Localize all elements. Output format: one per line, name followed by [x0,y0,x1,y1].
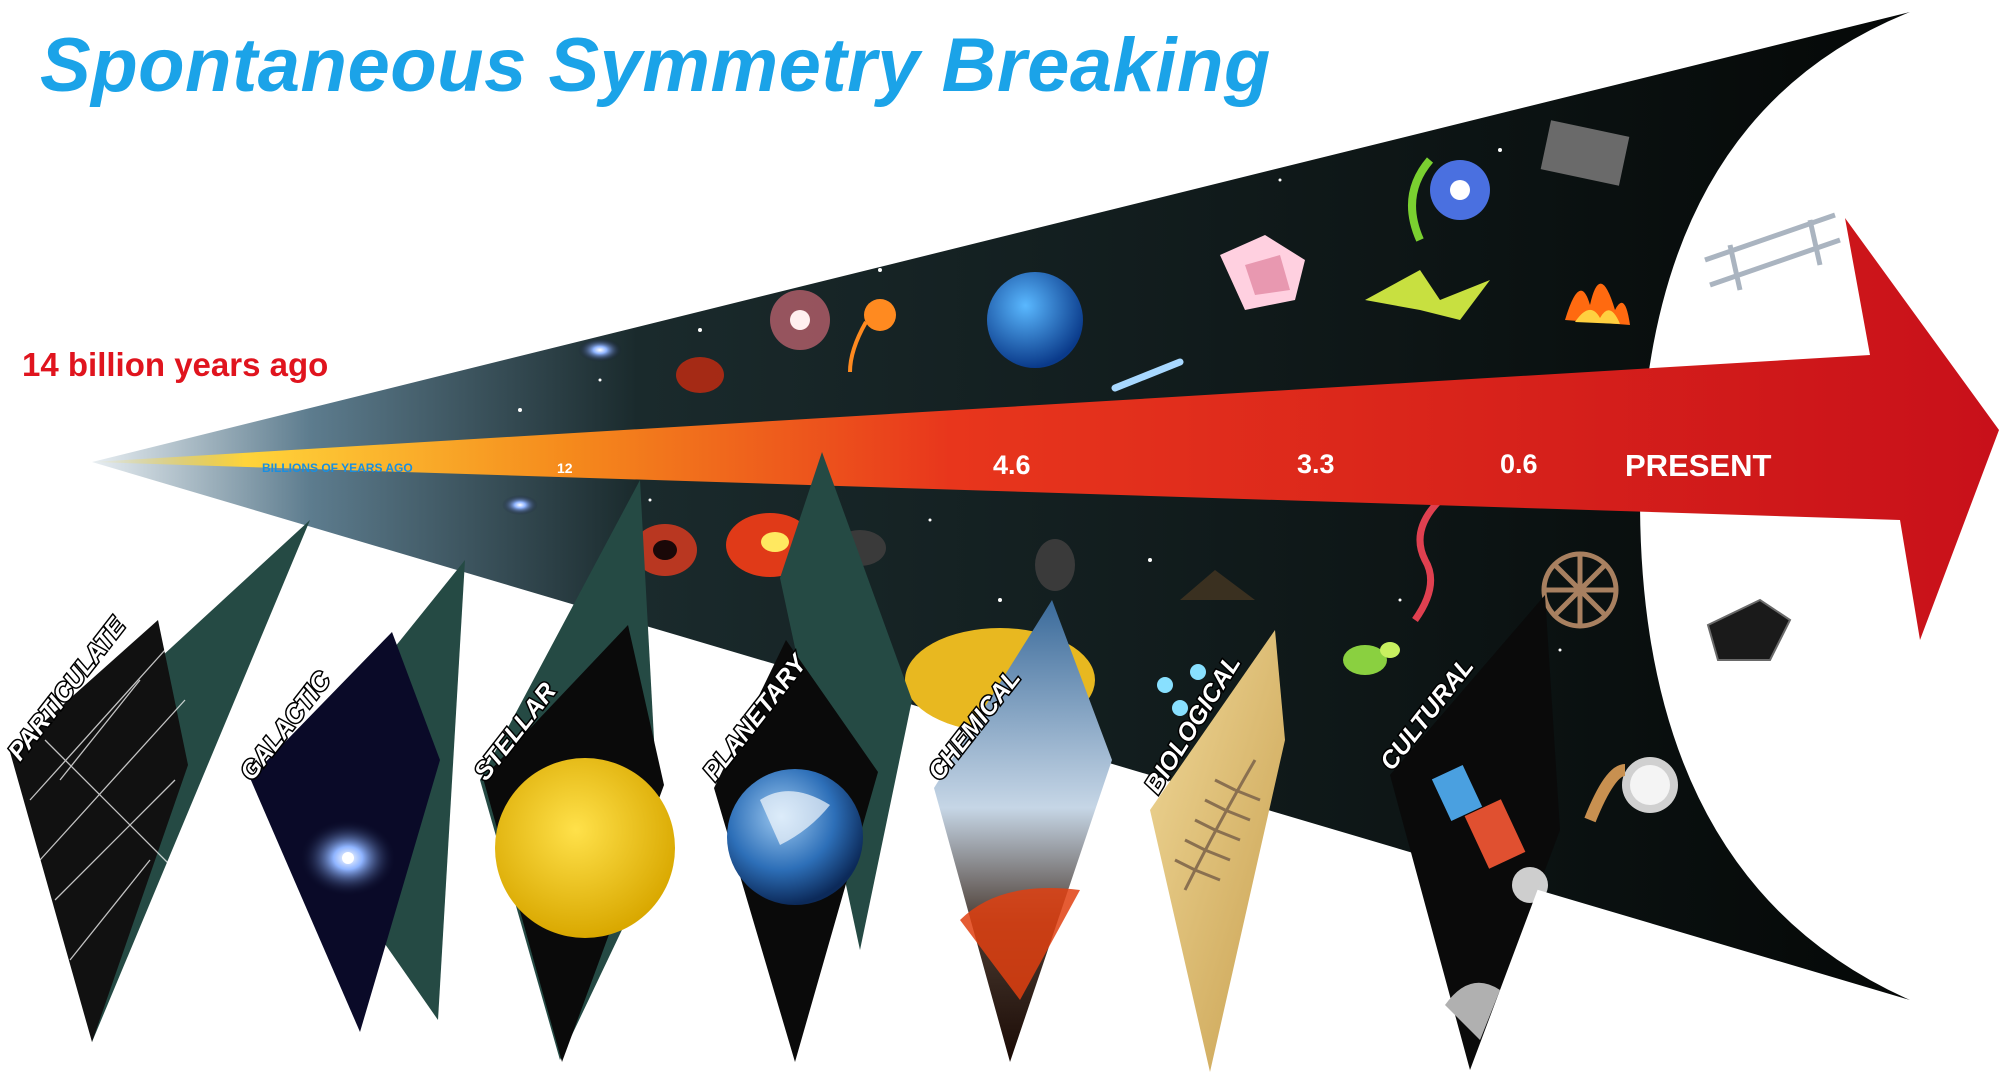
page-title: Spontaneous Symmetry Breaking [40,23,1271,108]
present-label: PRESENT [1625,448,1771,483]
axis-caption: BILLIONS OF YEARS AGO [262,461,413,475]
comet-icon [1111,358,1184,392]
spiral-galaxy-icon [502,338,622,515]
tick-label-12: 12 [557,460,573,476]
fire-icon [1565,283,1630,325]
cells-icon [1343,642,1400,675]
airplane-icon [1704,212,1841,291]
era-panel-galactic: GALACTIC [233,560,465,1032]
pterosaur-icon [1365,270,1490,320]
grand-piano-icon [1706,598,1792,661]
flower-icon [1408,157,1490,242]
start-time-label: 14 billion years ago [22,346,329,383]
red-giant-star-icon [848,299,896,373]
crystal-icon [1220,235,1305,310]
star-cluster-icon [770,290,830,350]
tick-label-4-6: 4.6 [993,450,1031,480]
era-panel-stellar: STELLAR [467,480,675,1062]
volcano-icon [1180,570,1255,600]
tick-label-3-3: 3.3 [1297,449,1335,479]
wristwatch-icon [1584,757,1678,823]
timeline-arrow [92,218,1999,640]
stone-tablet-icon [1540,120,1630,186]
nebula-icon [633,357,814,577]
wagon-wheel-icon [1541,551,1619,629]
molecule-icon [1157,664,1206,716]
blue-planet-icon [987,272,1083,368]
tick-label-0-6: 0.6 [1500,449,1538,479]
